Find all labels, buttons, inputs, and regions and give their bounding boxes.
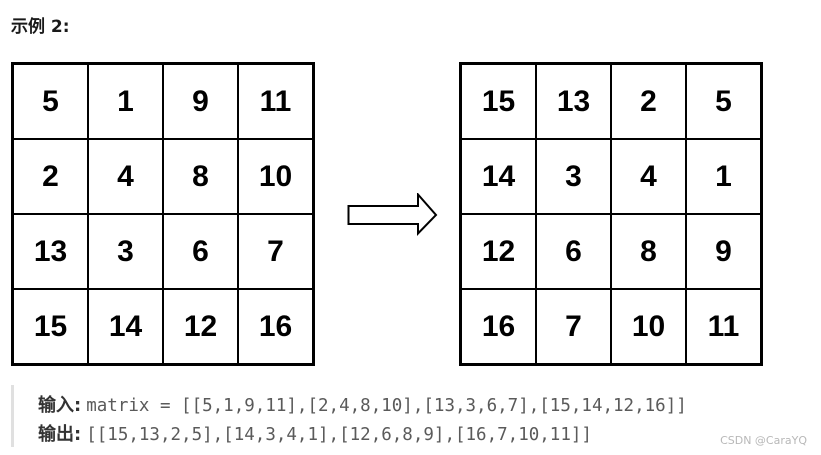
input-matrix-cell: 4 [88,139,163,214]
input-label: 输入: [38,395,82,416]
output-matrix-cell: 4 [611,139,686,214]
input-matrix-cell: 9 [163,64,238,139]
input-matrix-cell: 11 [238,64,313,139]
output-matrix-cell: 7 [536,289,611,364]
input-matrix-cell: 7 [238,214,313,289]
example-title: 示例 2: [11,17,70,37]
io-block: 输入: matrix = [[5,1,9,11],[2,4,8,10],[13,… [11,385,819,447]
watermark: CSDN @CaraYQ [720,434,807,447]
output-value: [[15,13,2,5],[14,3,4,1],[12,6,8,9],[16,7… [86,425,592,445]
input-matrix-cell: 5 [13,64,88,139]
output-matrix-cell: 14 [461,139,536,214]
input-matrix-cell: 15 [13,289,88,364]
output-matrix-cell: 3 [536,139,611,214]
input-matrix-cell: 10 [238,139,313,214]
input-value: matrix = [[5,1,9,11],[2,4,8,10],[13,3,6,… [86,396,687,416]
output-matrix-cell: 13 [536,64,611,139]
output-matrix-cell: 2 [611,64,686,139]
input-line: 输入: matrix = [[5,1,9,11],[2,4,8,10],[13,… [38,391,687,417]
input-matrix-cell: 13 [13,214,88,289]
input-matrix-cell: 3 [88,214,163,289]
output-matrix-cell: 12 [461,214,536,289]
input-matrix-cell: 2 [13,139,88,214]
output-matrix-cell: 5 [686,64,761,139]
input-matrix-cell: 8 [163,139,238,214]
output-matrix-cell: 6 [536,214,611,289]
output-matrix-cell: 1 [686,139,761,214]
output-matrix-cell: 10 [611,289,686,364]
input-matrix-cell: 14 [88,289,163,364]
input-matrix-cell: 16 [238,289,313,364]
input-matrix-cell: 12 [163,289,238,364]
input-matrix-cell: 1 [88,64,163,139]
input-matrix-cell: 6 [163,214,238,289]
output-matrix-cell: 8 [611,214,686,289]
right-arrow-icon [347,193,438,236]
output-matrix-cell: 16 [461,289,536,364]
output-matrix-cell: 15 [461,64,536,139]
output-matrix-cell: 9 [686,214,761,289]
output-line: 输出: [[15,13,2,5],[14,3,4,1],[12,6,8,9],[… [38,420,592,446]
output-matrix-cell: 11 [686,289,761,364]
output-label: 输出: [38,424,82,445]
